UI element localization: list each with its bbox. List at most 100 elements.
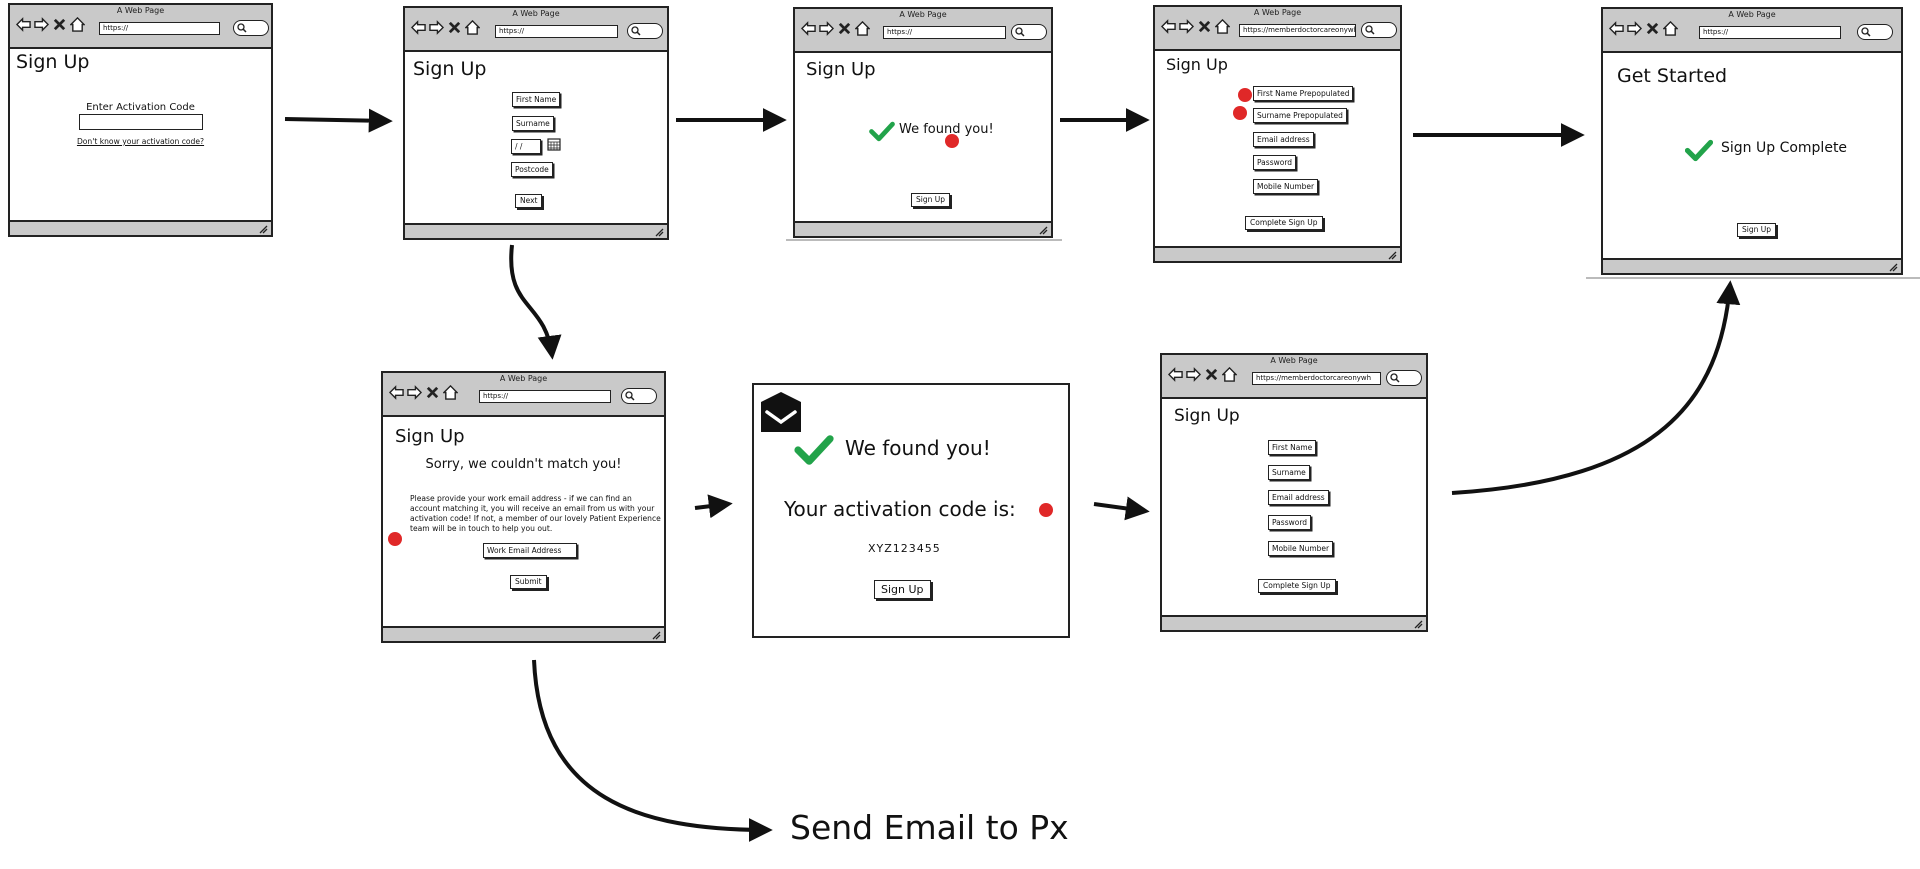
complete-sign-up-button[interactable]: Complete Sign Up bbox=[1258, 579, 1336, 593]
search-box[interactable] bbox=[1386, 370, 1422, 386]
close-x-icon[interactable] bbox=[1197, 19, 1212, 34]
close-x-icon[interactable] bbox=[1645, 21, 1660, 36]
url-bar[interactable]: https:// bbox=[99, 22, 220, 35]
forward-arrow-icon[interactable] bbox=[1186, 367, 1201, 382]
first-name-field[interactable]: First Name bbox=[512, 92, 561, 107]
annotation-marker bbox=[1233, 106, 1247, 120]
forward-arrow-icon[interactable] bbox=[429, 20, 444, 35]
screen-details: A Web Page https:// Sign Up First Name S… bbox=[403, 6, 669, 240]
screen-no-match: A Web Page https:// Sign Up Sorry, we co… bbox=[381, 371, 666, 643]
surname-field[interactable]: Surname bbox=[1268, 465, 1310, 480]
checkmark-icon bbox=[794, 435, 834, 465]
back-arrow-icon[interactable] bbox=[389, 385, 404, 400]
resize-grip-icon bbox=[1414, 620, 1423, 629]
forward-arrow-icon[interactable] bbox=[407, 385, 422, 400]
date-field[interactable]: / / bbox=[511, 139, 541, 154]
browser-titlebar: A Web Page https:// bbox=[10, 5, 271, 49]
forward-arrow-icon[interactable] bbox=[1179, 19, 1194, 34]
mobile-field[interactable]: Mobile Number bbox=[1253, 179, 1319, 194]
home-icon[interactable] bbox=[1215, 19, 1230, 34]
browser-statusbar bbox=[1162, 615, 1426, 630]
sign-up-button[interactable]: Sign Up bbox=[874, 580, 931, 599]
home-icon[interactable] bbox=[70, 17, 85, 32]
search-box[interactable] bbox=[1361, 22, 1397, 38]
home-icon[interactable] bbox=[1222, 367, 1237, 382]
browser-titlebar: A Web Page https://memberdoctorcareonywh bbox=[1155, 7, 1400, 51]
page-title: Sign Up bbox=[395, 426, 465, 447]
next-button[interactable]: Next bbox=[515, 194, 543, 208]
first-name-prepopulated-field[interactable]: First Name Prepopulated bbox=[1253, 86, 1354, 101]
complete-sign-up-button[interactable]: Complete Sign Up bbox=[1245, 216, 1323, 230]
nav-icons bbox=[1609, 21, 1678, 36]
email-field[interactable]: Email address bbox=[1268, 490, 1329, 505]
mobile-field[interactable]: Mobile Number bbox=[1268, 541, 1334, 556]
url-bar[interactable]: https:// bbox=[495, 25, 618, 38]
url-bar[interactable]: https:// bbox=[479, 390, 611, 403]
no-match-paragraph-line-4: team will be in touch to help you out. bbox=[410, 524, 553, 533]
close-x-icon[interactable] bbox=[1204, 367, 1219, 382]
back-arrow-icon[interactable] bbox=[801, 21, 816, 36]
search-icon bbox=[1365, 25, 1375, 35]
divider-line bbox=[786, 239, 1062, 241]
activation-help-link[interactable]: Don't know your activation code? bbox=[76, 137, 205, 146]
search-box[interactable] bbox=[1011, 24, 1047, 40]
work-email-field[interactable]: Work Email Address bbox=[483, 543, 577, 558]
forward-arrow-icon[interactable] bbox=[1627, 21, 1642, 36]
nav-icons bbox=[1161, 19, 1230, 34]
forward-arrow-icon[interactable] bbox=[34, 17, 49, 32]
envelope-icon bbox=[761, 392, 801, 432]
search-icon bbox=[1861, 27, 1871, 37]
search-box[interactable] bbox=[627, 23, 663, 39]
password-field[interactable]: Password bbox=[1268, 515, 1312, 530]
home-icon[interactable] bbox=[1663, 21, 1678, 36]
back-arrow-icon[interactable] bbox=[411, 20, 426, 35]
home-icon[interactable] bbox=[465, 20, 480, 35]
submit-button[interactable]: Submit bbox=[510, 575, 547, 589]
close-x-icon[interactable] bbox=[447, 20, 462, 35]
back-arrow-icon[interactable] bbox=[1168, 367, 1183, 382]
search-box[interactable] bbox=[233, 20, 269, 36]
forward-arrow-icon[interactable] bbox=[819, 21, 834, 36]
arrow-s2-s6 bbox=[509, 244, 562, 360]
annotation-marker bbox=[388, 532, 402, 546]
resize-grip-icon bbox=[1039, 226, 1048, 235]
activation-email: We found you! Your activation code is: X… bbox=[752, 383, 1070, 638]
sign-up-button[interactable]: Sign Up bbox=[1737, 223, 1776, 237]
browser-titlebar: A Web Page https:// bbox=[405, 8, 667, 52]
annotation-marker bbox=[1238, 88, 1252, 102]
arrow-s8-s5 bbox=[1451, 280, 1741, 495]
nav-icons bbox=[16, 17, 85, 32]
close-x-icon[interactable] bbox=[425, 385, 440, 400]
postcode-field[interactable]: Postcode bbox=[511, 162, 553, 177]
home-icon[interactable] bbox=[855, 21, 870, 36]
page-title: Sign Up bbox=[1166, 55, 1228, 74]
email-field[interactable]: Email address bbox=[1253, 132, 1314, 147]
url-bar[interactable]: https://memberdoctorcareonywh bbox=[1239, 24, 1356, 37]
url-bar[interactable]: https:// bbox=[883, 26, 1006, 39]
back-arrow-icon[interactable] bbox=[1609, 21, 1624, 36]
home-icon[interactable] bbox=[443, 385, 458, 400]
url-bar[interactable]: https:// bbox=[1699, 26, 1841, 39]
first-name-field[interactable]: First Name bbox=[1268, 440, 1317, 455]
search-icon bbox=[625, 391, 635, 401]
close-x-icon[interactable] bbox=[52, 17, 67, 32]
no-match-paragraph-line-1: Please provide your work email address -… bbox=[410, 494, 632, 503]
page-title: Sign Up bbox=[1174, 406, 1240, 426]
search-box[interactable] bbox=[1857, 24, 1893, 40]
close-x-icon[interactable] bbox=[837, 21, 852, 36]
surname-prepopulated-field[interactable]: Surname Prepopulated bbox=[1253, 108, 1347, 123]
search-box[interactable] bbox=[621, 388, 657, 404]
complete-message: Sign Up Complete bbox=[1721, 140, 1848, 156]
back-arrow-icon[interactable] bbox=[1161, 19, 1176, 34]
screen-complete-signup-prepopulated: A Web Page https://memberdoctorcareonywh… bbox=[1153, 5, 1402, 263]
window-title: A Web Page bbox=[512, 9, 560, 18]
back-arrow-icon[interactable] bbox=[16, 17, 31, 32]
calendar-icon[interactable] bbox=[547, 137, 561, 151]
password-field[interactable]: Password bbox=[1253, 155, 1297, 170]
surname-field[interactable]: Surname bbox=[512, 116, 554, 131]
url-bar[interactable]: https://memberdoctorcareonywh bbox=[1252, 372, 1381, 385]
no-match-paragraph-line-2: account matching it, you will receive an… bbox=[410, 504, 655, 513]
sign-up-button[interactable]: Sign Up bbox=[911, 193, 950, 207]
activation-code-input[interactable] bbox=[79, 114, 203, 130]
